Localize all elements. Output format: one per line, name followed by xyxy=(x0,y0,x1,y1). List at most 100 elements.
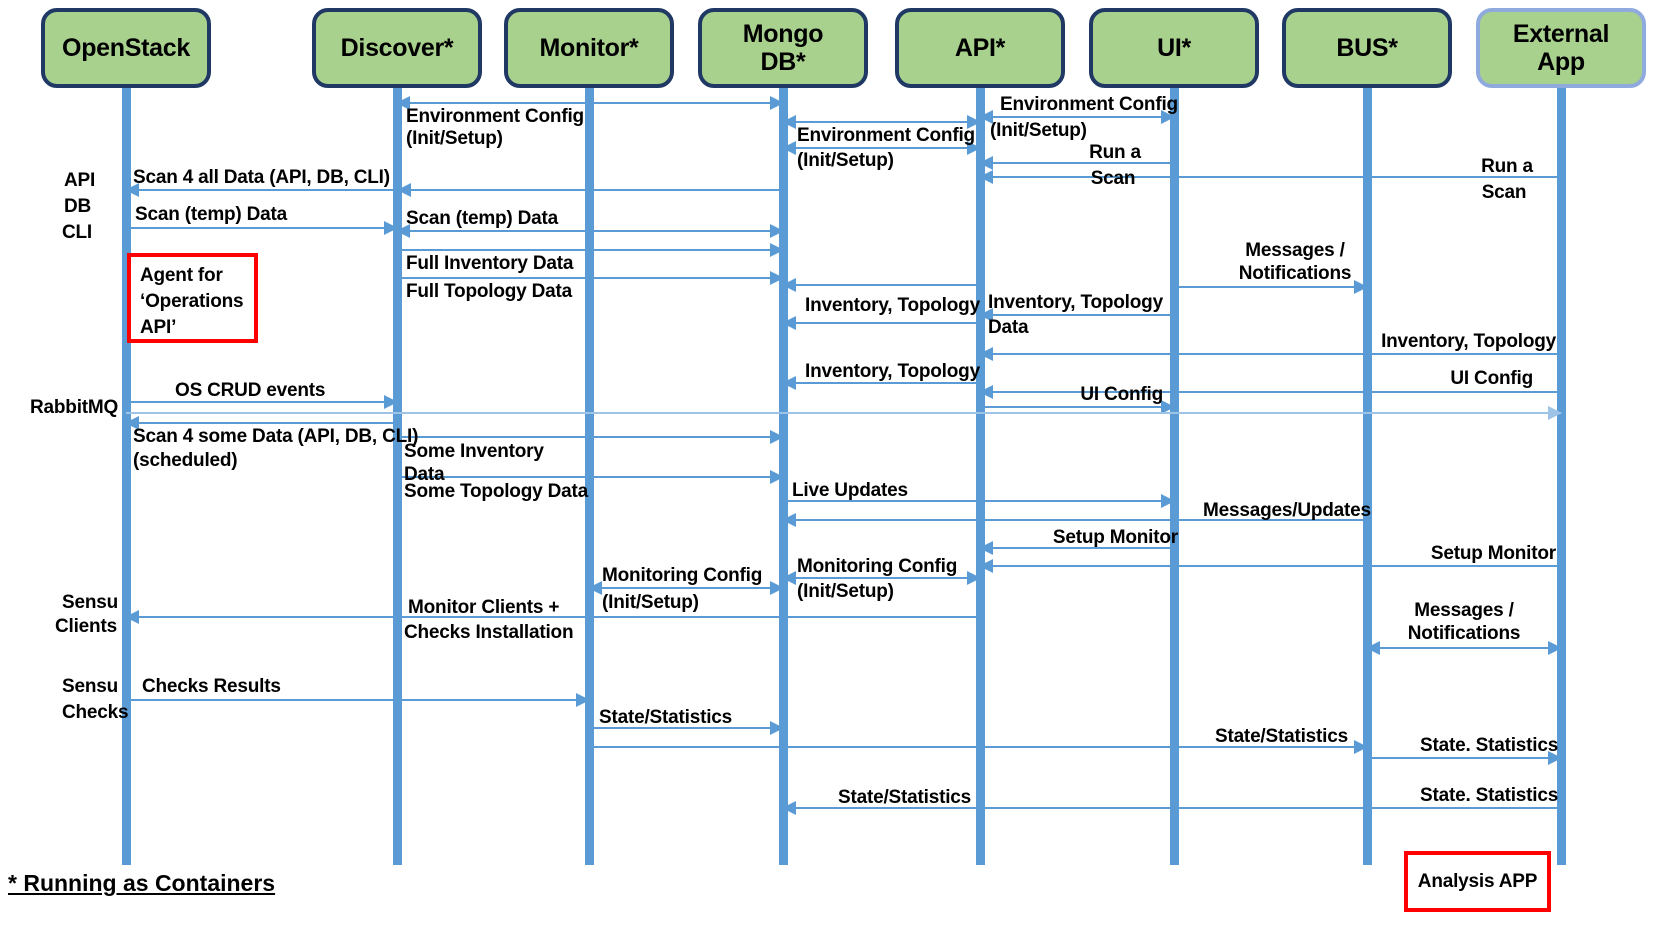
message-label: (Init/Setup) xyxy=(602,592,699,613)
message-label: Sensu xyxy=(62,592,119,613)
message-arrow-env-config-discover-mongo xyxy=(396,96,784,110)
arrowhead-left xyxy=(782,571,796,585)
arrowhead-right xyxy=(770,430,784,444)
message-arrow-env-config-mongo-api-2 xyxy=(782,141,981,155)
arrowhead-right xyxy=(1354,740,1368,754)
message-label: Data xyxy=(404,464,445,485)
arrowhead-left xyxy=(979,308,993,322)
message-label: Checks Results xyxy=(142,676,281,697)
message-label: Environment Config xyxy=(406,106,584,127)
arrowhead-right xyxy=(967,141,981,155)
arrowhead-right xyxy=(770,581,784,595)
message-label: DB xyxy=(64,196,92,217)
arrowhead-right xyxy=(967,571,981,585)
message-arrow-scan-4-all-data xyxy=(125,183,783,197)
message-label: Scan (temp) Data xyxy=(406,208,559,229)
message-arrow-monitoring-config-db-api xyxy=(782,571,981,585)
actor-monitor: Monitor* xyxy=(504,8,674,88)
message-label: Messages/Updates xyxy=(1203,500,1371,521)
message-label: State/Statistics xyxy=(838,787,972,808)
message-label: State/Statistics xyxy=(599,707,733,728)
lifeline-discover xyxy=(393,86,402,865)
annotation-text: ‘Operations xyxy=(140,291,244,312)
message-label: (scheduled) xyxy=(133,450,238,471)
message-arrow-messages-notifications-ui-bus xyxy=(1174,280,1368,294)
message-arrow-state-statistics-mon-bus xyxy=(589,740,1368,754)
message-arrow-monitoring-config-mon-db xyxy=(588,581,784,595)
arrowhead-right xyxy=(770,243,784,257)
lifeline-api xyxy=(976,86,985,865)
message-label: State. Statistics xyxy=(1420,735,1559,756)
message-arrow-some-topology-data xyxy=(397,470,784,484)
message-label: State. Statistics xyxy=(1420,785,1559,806)
message-label: Live Updates xyxy=(792,480,908,501)
arrowhead-left xyxy=(979,347,993,361)
arrowhead-left xyxy=(979,170,993,184)
message-arrow-ui-config-api-ui xyxy=(980,400,1175,414)
message-arrow-setup-monitor-ui-api xyxy=(979,541,1174,555)
message-arrow-some-inventory-data xyxy=(397,430,784,444)
message-label: Checks xyxy=(62,702,129,723)
message-label: Notifications xyxy=(1238,263,1352,284)
message-label: API xyxy=(64,170,96,191)
lifeline-openstack xyxy=(122,86,131,865)
message-label: State/Statistics xyxy=(1214,726,1348,747)
arrowhead-right xyxy=(1161,400,1175,414)
message-label: Monitoring Config xyxy=(602,565,763,586)
arrowhead-right xyxy=(384,221,398,235)
arrowhead-left xyxy=(782,316,796,330)
lifeline-bus xyxy=(1363,86,1372,865)
message-label: Messages / xyxy=(1245,240,1345,261)
actor-mongodb: Mongo DB* xyxy=(698,8,868,88)
annotation-text: API’ xyxy=(140,317,177,338)
arrowhead-left xyxy=(782,141,796,155)
message-label: Clients xyxy=(55,616,117,637)
message-arrow-state-statistics-bus-ext xyxy=(1367,751,1562,765)
arrowhead-right xyxy=(967,115,981,129)
actor-external-app: External App xyxy=(1476,8,1646,88)
message-label: (Init/Setup) xyxy=(406,128,503,149)
message-label: UI Config xyxy=(1080,384,1163,405)
message-arrow-monitor-clients-checks xyxy=(125,610,980,624)
message-label: Scan 4 some Data (API, DB, CLI) xyxy=(133,426,419,447)
message-arrow-inventory-topology-api-db-3 xyxy=(782,376,980,390)
arrowhead-right xyxy=(1161,494,1175,508)
message-label: Full Topology Data xyxy=(406,281,572,302)
message-arrow-setup-monitor-ext-api xyxy=(979,559,1561,573)
message-label: Run a xyxy=(1481,156,1533,177)
arrowhead-left xyxy=(979,541,993,555)
message-label: (Init/Setup) xyxy=(990,120,1087,141)
message-label: Environment Config xyxy=(797,125,975,146)
arrowhead-left xyxy=(125,610,139,624)
arrowhead-left xyxy=(782,513,796,527)
arrowhead-right xyxy=(770,271,784,285)
arrowhead-right xyxy=(770,224,784,238)
message-arrow-env-config-api-ui xyxy=(979,110,1175,124)
arrowhead-left xyxy=(782,278,796,292)
arrowhead-left xyxy=(125,183,139,197)
message-arrow-scan-4-some-data xyxy=(125,416,397,430)
message-arrow-inventory-topology-api-db-1 xyxy=(782,278,980,292)
arrowhead-left xyxy=(588,581,602,595)
arrowhead-mid xyxy=(397,183,411,197)
message-label: Environment Config xyxy=(1000,94,1178,115)
message-arrow-ui-config-ext-api xyxy=(979,385,1561,399)
message-label: Scan xyxy=(1090,168,1136,189)
message-arrow-inventory-topology-ext xyxy=(979,347,1561,361)
arrowhead-right xyxy=(576,693,590,707)
agent-for-operations-api-note: Agent for‘Operations API’ xyxy=(127,253,258,343)
message-label: Sensu xyxy=(62,676,119,697)
arrowhead-left xyxy=(782,376,796,390)
message-arrow-live-updates xyxy=(783,494,1175,508)
arrowhead-left xyxy=(979,385,993,399)
lifeline-external-app xyxy=(1557,86,1566,865)
message-label: RabbitMQ xyxy=(30,397,119,418)
actor-ui: UI* xyxy=(1089,8,1259,88)
actor-bus: BUS* xyxy=(1282,8,1452,88)
message-label: Monitoring Config xyxy=(797,556,958,577)
arrowhead-left xyxy=(979,156,993,170)
footnote: * Running as Containers xyxy=(8,870,276,896)
message-arrow-run-a-scan-ui-api xyxy=(979,156,1174,170)
lifeline-ui xyxy=(1170,86,1179,865)
arrowhead-right xyxy=(1548,641,1562,655)
